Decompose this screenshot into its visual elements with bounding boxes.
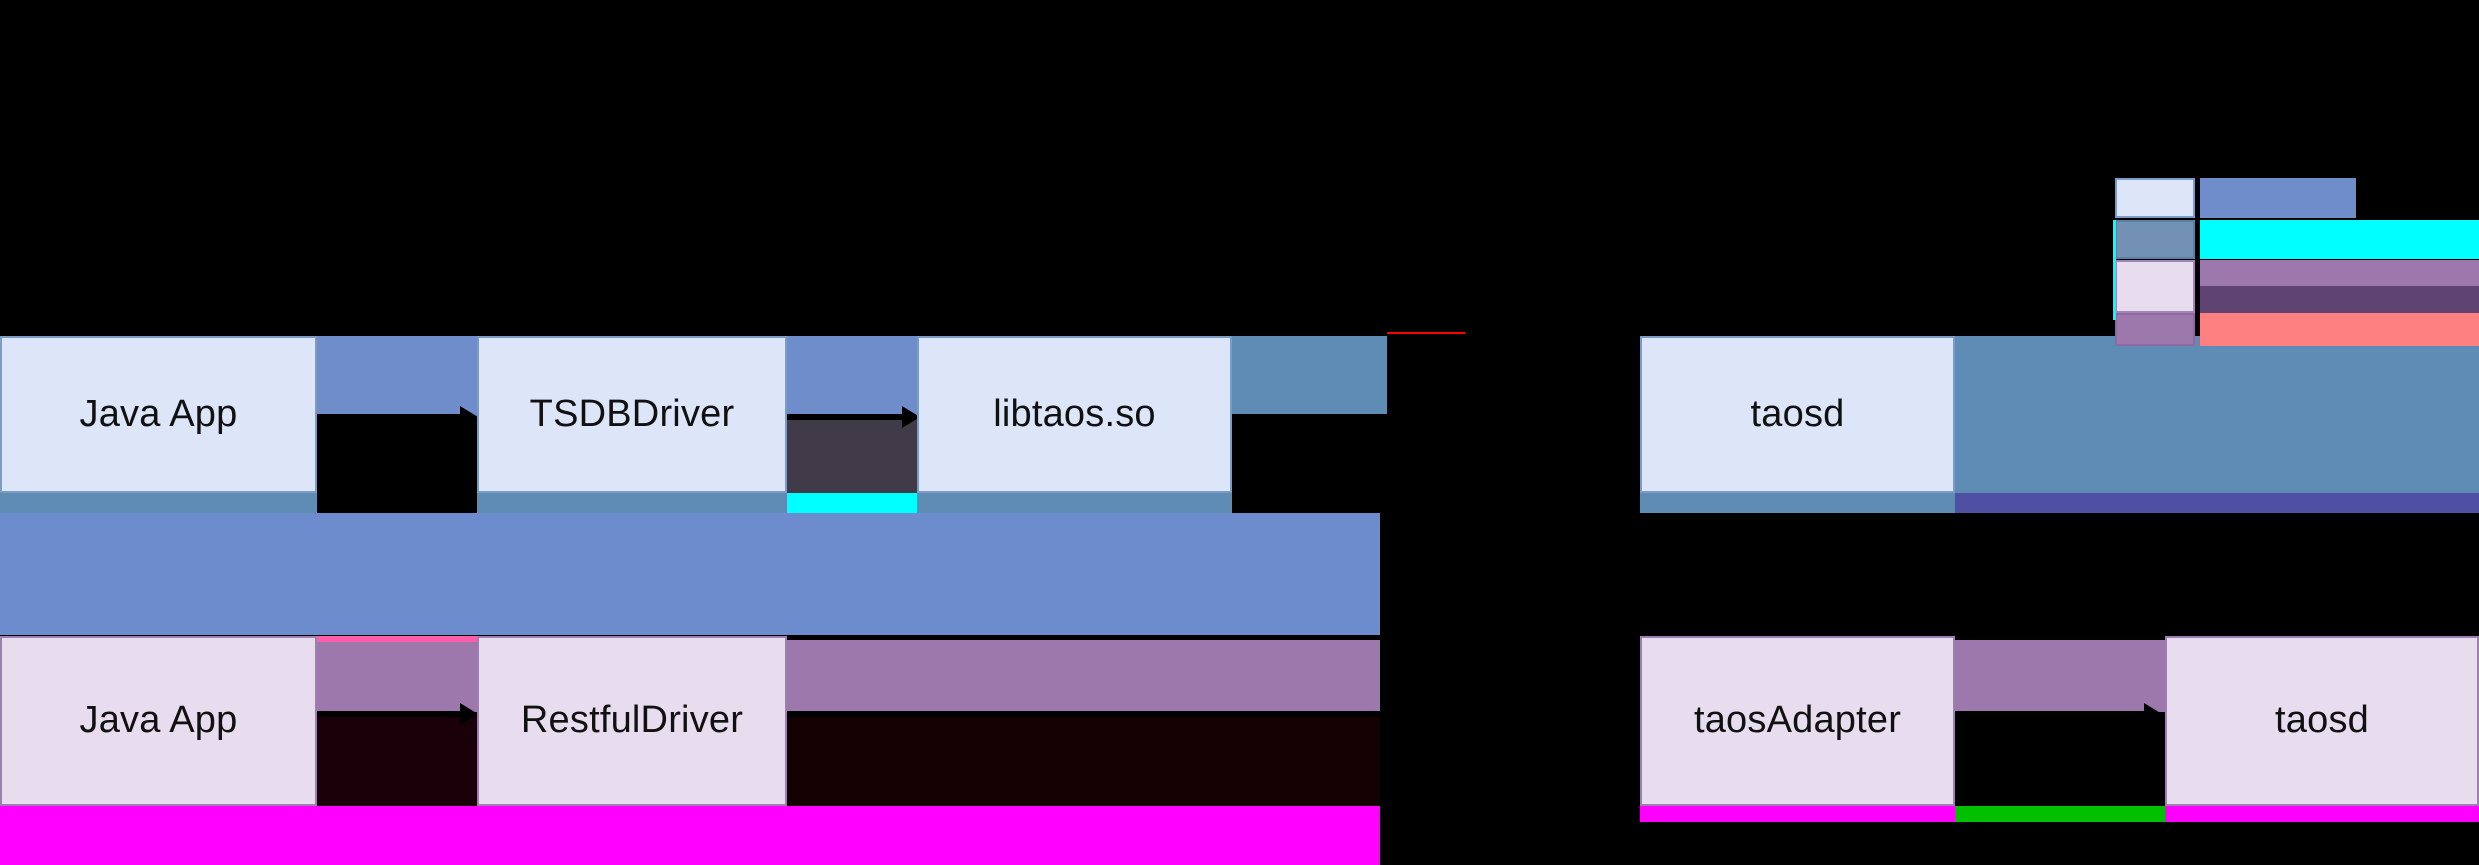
legend-item-2[interactable] [2115, 260, 2479, 313]
node-label: Java App [79, 392, 238, 435]
node-restfuldriver[interactable]: RestfulDriver [477, 636, 787, 806]
node-label: taosAdapter [1693, 699, 1902, 742]
band-highlight-dark-slate [787, 418, 917, 496]
node-label: RestfulDriver [520, 699, 744, 742]
connector-line-3 [1232, 414, 1622, 420]
strip-cyan-accent [787, 493, 917, 513]
connector-line-5 [787, 711, 1617, 717]
legend-item-0[interactable] [2115, 178, 2479, 218]
legend-bar-2 [2200, 220, 2479, 259]
band-bottom-magenta [0, 806, 1380, 865]
band-purple-2 [787, 640, 1380, 712]
connector-arrowhead-6 [2144, 703, 2162, 725]
band-magenta-taosd [2165, 806, 2479, 822]
legend-swatch-1 [2115, 220, 2195, 259]
band-pinkline-top [317, 636, 477, 642]
band-highlight-3 [1232, 336, 1387, 418]
connector-arrowhead-1 [460, 406, 478, 428]
node-java-app-native[interactable]: Java App [0, 336, 317, 493]
accent-red-hairline-top [1387, 332, 1465, 334]
legend-item-1[interactable] [2115, 220, 2479, 259]
strip-indigo-accent [1955, 493, 2479, 513]
connector-line-6 [1955, 711, 2150, 717]
band-highlight-2 [787, 336, 917, 418]
node-label: TSDBDriver [529, 392, 735, 435]
legend-swatch-3 [2115, 313, 2195, 346]
legend-item-3[interactable] [2115, 313, 2479, 346]
legend-bar-3b [2200, 286, 2479, 313]
node-label: libtaos.so [993, 392, 1156, 435]
accent-teal-hairline-legend [2113, 220, 2116, 320]
band-mid-blue [0, 513, 1380, 635]
legend-bar-3 [2200, 260, 2479, 289]
connector-arrowhead-3 [1614, 406, 1632, 428]
strip-under-taosd [1640, 493, 1955, 513]
node-label: Java App [79, 699, 238, 742]
band-highlight-1 [317, 336, 477, 418]
node-taosd-native[interactable]: taosd [1640, 336, 1955, 493]
legend-swatch-2 [2115, 260, 2195, 313]
strip-green-accent [1955, 806, 2165, 822]
node-libtaos-so[interactable]: libtaos.so [917, 336, 1232, 493]
node-taosadapter[interactable]: taosAdapter [1640, 636, 1955, 806]
band-dark-red-2 [787, 714, 1380, 806]
legend [2115, 178, 2479, 346]
connector-line-2 [787, 414, 909, 420]
connector-line-1 [317, 414, 467, 420]
strip-under-libtaos [917, 493, 1232, 513]
connector-arrowhead-5 [1610, 703, 1628, 725]
band-purple-1 [317, 640, 477, 712]
band-dark-red-1 [317, 712, 477, 806]
legend-swatch-0 [2115, 178, 2195, 218]
node-label: taosd [2275, 699, 2369, 742]
band-purple-3 [1955, 640, 2165, 712]
legend-bar-4 [2200, 313, 2479, 346]
connector-line-4 [317, 711, 467, 717]
legend-bar-1b [2200, 178, 2275, 218]
node-taosd-rest[interactable]: taosd [2165, 636, 2479, 806]
node-tsdbdriver[interactable]: TSDBDriver [477, 336, 787, 493]
band-highlight-taosd-right [1955, 336, 2479, 493]
strip-under-tsdbdriver [477, 493, 787, 513]
node-java-app-rest[interactable]: Java App [0, 636, 317, 806]
connector-arrowhead-4 [460, 703, 478, 725]
strip-under-javaapp [0, 493, 317, 513]
node-label: taosd [1750, 392, 1845, 435]
connector-arrowhead-2 [902, 406, 920, 428]
band-magenta-taosadapter [1640, 806, 1955, 822]
